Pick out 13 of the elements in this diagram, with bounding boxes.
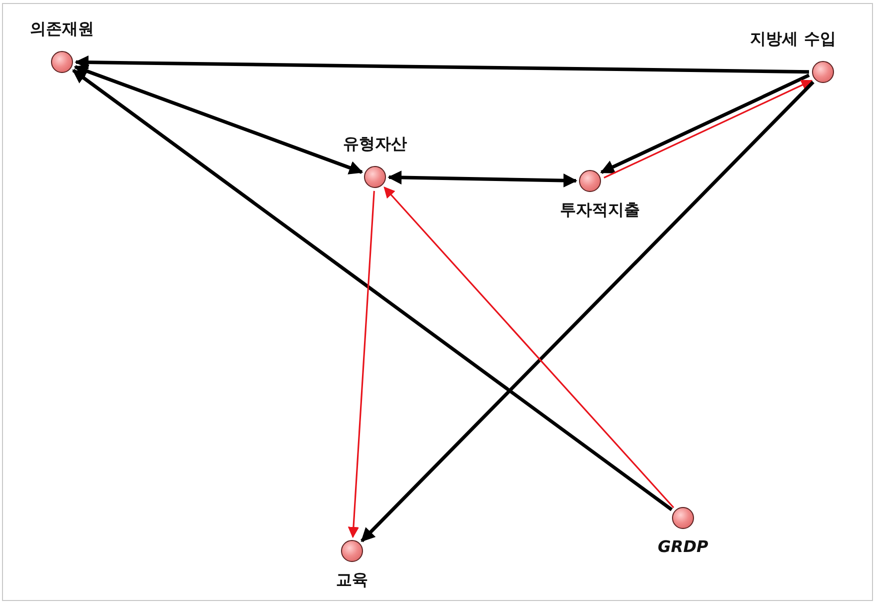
- node-label: 교육: [336, 570, 368, 590]
- arrow: [74, 55, 810, 74]
- node-label: 투자적지출: [560, 200, 640, 220]
- node-label: 지방세 수입: [750, 29, 836, 49]
- node-label: GRDP: [658, 537, 708, 557]
- arrow: [384, 186, 674, 508]
- arrow: [388, 170, 578, 188]
- node-label: 의존재원: [30, 19, 94, 39]
- arrow: [360, 80, 814, 542]
- arrow: [72, 68, 673, 512]
- node-label: 유형자산: [343, 134, 407, 154]
- arrow: [74, 64, 364, 174]
- arrow: [348, 190, 375, 538]
